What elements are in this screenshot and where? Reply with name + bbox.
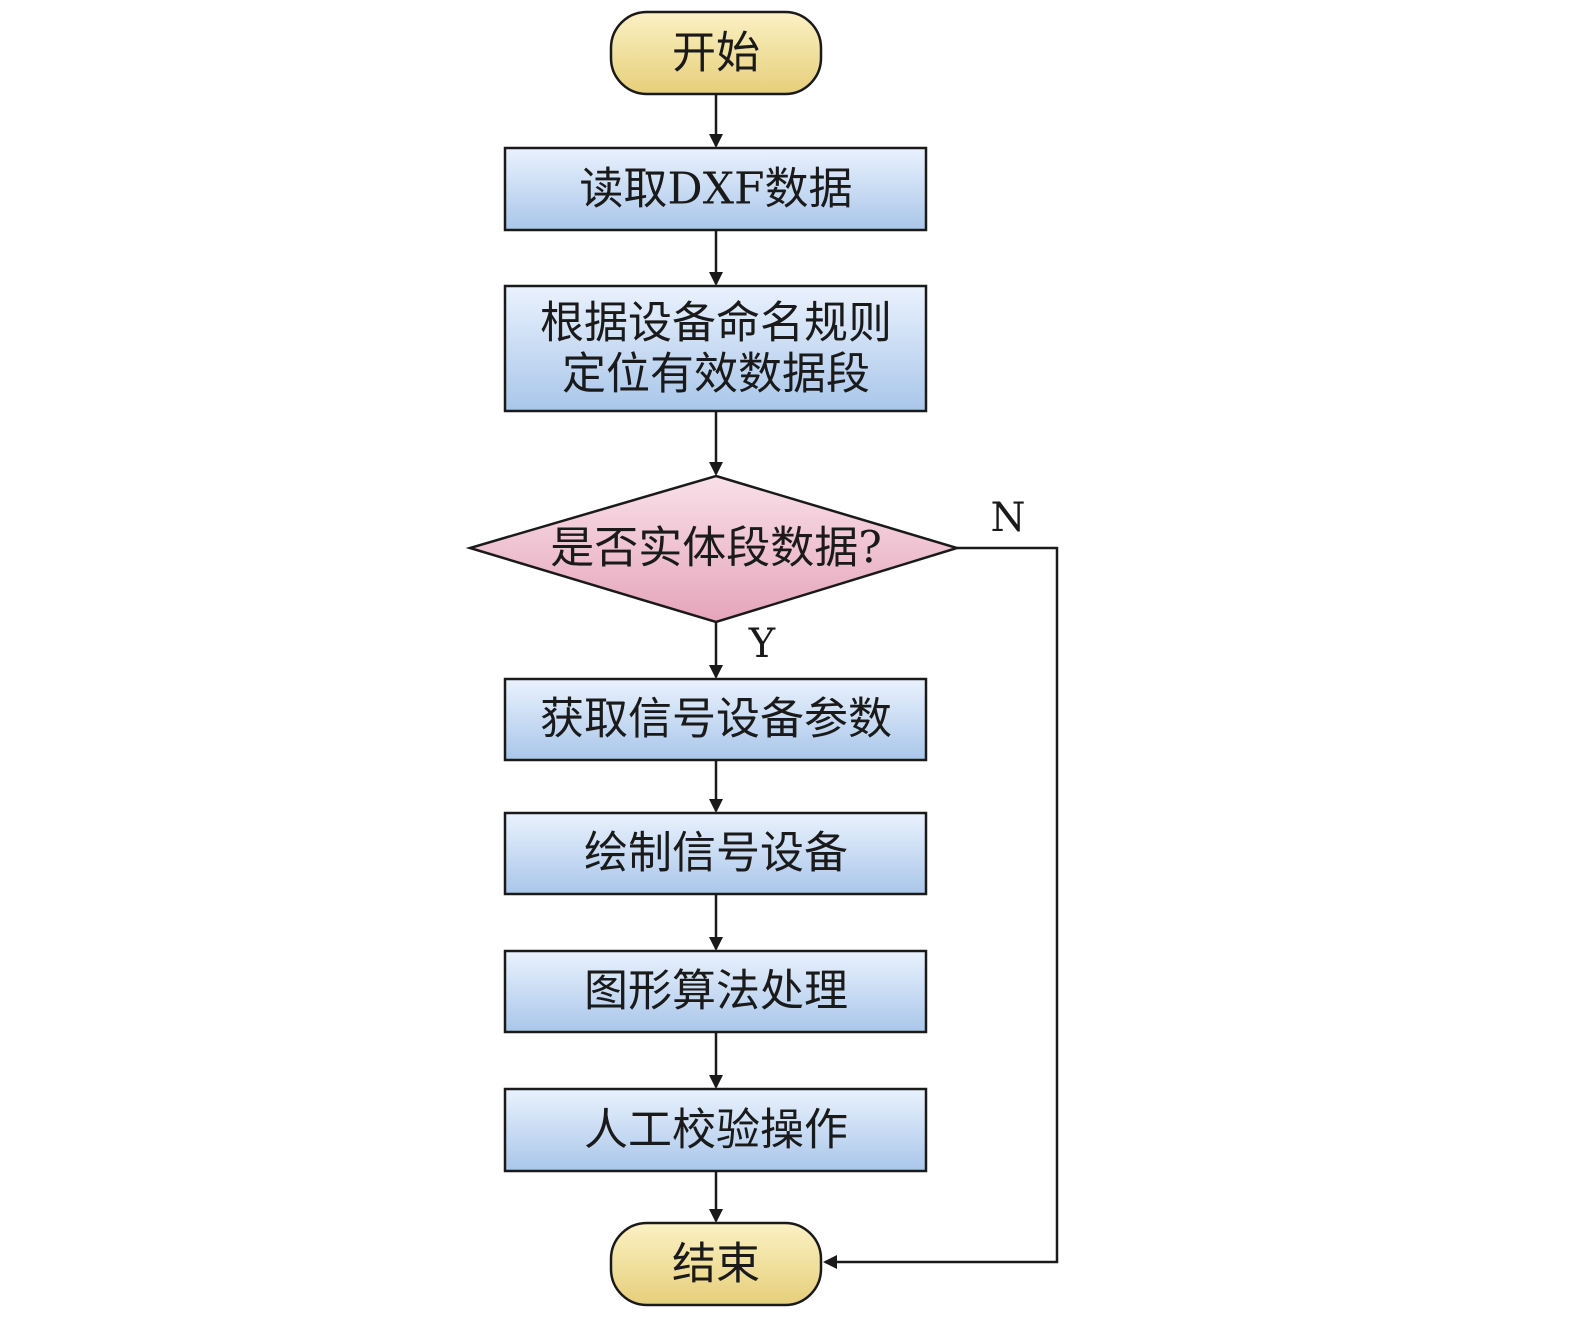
graphic-algo-node: 图形算法处理 xyxy=(503,949,928,1034)
edge-label-yes: Y xyxy=(748,621,776,667)
read-dxf-node: 读取DXF数据 xyxy=(503,146,928,232)
get-params-label: 获取信号设备参数 xyxy=(540,694,892,745)
decision-node: 是否实体段数据? xyxy=(465,474,962,624)
locate-segment-label-line2: 定位有效数据段 xyxy=(562,349,870,400)
start-label: 开始 xyxy=(672,28,760,79)
get-params-node: 获取信号设备参数 xyxy=(503,677,928,762)
draw-devices-label: 绘制信号设备 xyxy=(584,828,848,879)
manual-check-label: 人工校验操作 xyxy=(584,1105,848,1156)
locate-segment-label-line1: 根据设备命名规则 xyxy=(540,298,892,349)
edge-label-no: N xyxy=(991,495,1026,541)
graphic-algo-label: 图形算法处理 xyxy=(584,966,848,1017)
locate-segment-node: 根据设备命名规则 定位有效数据段 xyxy=(503,284,928,413)
end-label: 结束 xyxy=(672,1239,760,1290)
end-node: 结束 xyxy=(609,1221,823,1307)
manual-check-node: 人工校验操作 xyxy=(503,1087,928,1173)
edge-decision-no-to-end xyxy=(823,546,1059,1269)
read-dxf-label: 读取DXF数据 xyxy=(579,164,852,215)
draw-devices-node: 绘制信号设备 xyxy=(503,811,928,896)
start-node: 开始 xyxy=(609,10,823,96)
decision-label: 是否实体段数据? xyxy=(550,523,882,574)
